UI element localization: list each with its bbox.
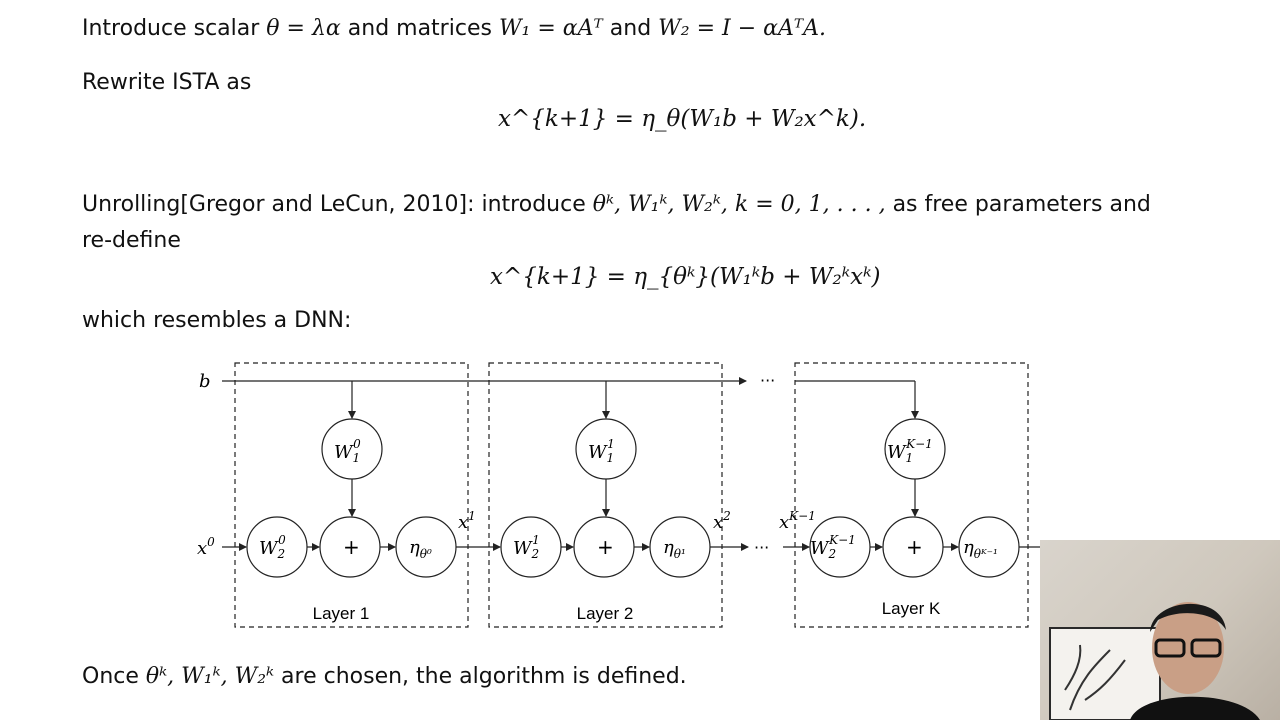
w2-letter: W: [259, 538, 279, 559]
unrolling-line: Unrolling[Gregor and LeCun, 2010]: intro…: [82, 192, 1151, 217]
ista-equation-text: x^{k+1} = η_θ(W₁b + W₂x^k).: [498, 106, 867, 132]
conclusion-params: θᵏ, W₁ᵏ, W₂ᵏ: [145, 664, 275, 689]
w2-definition: W₂ = I − αAᵀA.: [658, 16, 826, 41]
w2-sub: 2: [828, 547, 837, 561]
w1-letter: W: [588, 442, 608, 463]
x0-sup: 0: [207, 535, 215, 549]
presenter-video: [1049, 602, 1260, 720]
w2-sup: 1: [532, 533, 540, 547]
layer-2-label: Layer 2: [577, 604, 634, 623]
presenter-shirt: [1130, 696, 1260, 720]
w2-sub: 2: [277, 547, 286, 561]
w2-sup: K−1: [828, 533, 856, 547]
w2-label-layerk: W2K−1: [810, 533, 856, 561]
unrolling-suffix: as free parameters and: [892, 192, 1151, 217]
presenter-face: [1152, 602, 1224, 694]
rewrite-line: Rewrite ISTA as: [82, 70, 252, 95]
unrolled-equation-text: x^{k+1} = η_{θᵏ}(W₁ᵏb + W₂ᵏxᵏ): [490, 264, 881, 290]
eta-letter: η: [663, 537, 674, 558]
xk-letter: x: [779, 512, 789, 533]
w1-sub: 1: [906, 451, 914, 465]
layer-k-box: [794, 362, 1029, 628]
w1-sub: 1: [353, 451, 361, 465]
layer-1-box: [234, 362, 469, 628]
ista-equation: x^{k+1} = η_θ(W₁b + W₂x^k).: [498, 106, 866, 132]
framed-art: [1049, 627, 1161, 720]
eta-sub: θᴷ⁻¹: [974, 547, 998, 561]
w2-letter: W: [513, 538, 533, 559]
w2-label-layer1: W20: [259, 533, 286, 561]
eta-letter: η: [963, 537, 974, 558]
w1-sup: 1: [607, 437, 615, 451]
x1-letter: x: [458, 512, 468, 533]
b-ellipsis: ···: [760, 371, 775, 390]
plus-label-layer2: +: [597, 535, 614, 559]
unrolling-prefix: Unrolling[Gregor and LeCun, 2010]: intro…: [82, 192, 586, 217]
intro-line: Introduce scalar θ = λα and matrices W₁ …: [82, 16, 826, 41]
unrolled-equation: x^{k+1} = η_{θᵏ}(W₁ᵏb + W₂ᵏxᵏ): [490, 264, 880, 290]
x2-label: x2: [713, 509, 731, 533]
w1-label-layerk: W1K−1: [887, 437, 933, 465]
x0-letter: x: [197, 538, 207, 559]
eta-sub: θ⁰: [420, 547, 432, 561]
intro-prefix: Introduce scalar: [82, 16, 260, 41]
w1-sup: K−1: [905, 437, 933, 451]
w1-sup: 0: [353, 437, 361, 451]
presenter-hair: [1150, 603, 1226, 632]
intro-mid: and matrices: [347, 16, 492, 41]
input-b-label: b: [199, 371, 211, 392]
redefine-line: re-define: [82, 228, 181, 253]
x2-letter: x: [713, 512, 723, 533]
eta-label-layer2: ηθ¹: [663, 537, 686, 561]
theta-definition: θ = λα: [266, 16, 341, 41]
eta-label-layer1: ηθ⁰: [409, 537, 432, 561]
x2-sup: 2: [722, 509, 731, 523]
x-ellipsis: ···: [754, 538, 769, 557]
w1-sub: 1: [607, 451, 615, 465]
input-x0-label: x0: [197, 535, 215, 559]
conclusion-line: Once θᵏ, W₁ᵏ, W₂ᵏ are chosen, the algori…: [82, 664, 687, 689]
xk-sup: K−1: [788, 509, 816, 523]
intro-and: and: [609, 16, 652, 41]
w1-label-layer1: W10: [334, 437, 361, 465]
layer-1-label: Layer 1: [313, 604, 370, 623]
webcam-video-overlay: [1040, 540, 1280, 720]
w2-letter: W: [810, 538, 830, 559]
plant-drawing: [1064, 644, 1126, 711]
unrolling-params: θᵏ, W₁ᵏ, W₂ᵏ, k = 0, 1, . . . ,: [592, 192, 886, 217]
glasses-right: [1190, 638, 1222, 658]
w2-label-layer2: W21: [513, 533, 540, 561]
conclusion-prefix: Once: [82, 664, 139, 689]
plus-label-layerk: +: [906, 535, 923, 559]
layer-k-label: Layer K: [882, 599, 941, 618]
xk-minus-1-label: xK−1: [779, 509, 816, 533]
resembles-line: which resembles a DNN:: [82, 308, 352, 333]
w2-sup: 0: [278, 533, 286, 547]
w2-sub: 2: [531, 547, 540, 561]
plus-label-layer1: +: [343, 535, 360, 559]
w1-letter: W: [334, 442, 354, 463]
eta-letter: η: [409, 537, 420, 558]
x1-label: x1: [458, 509, 476, 533]
x1-sup: 1: [468, 509, 476, 523]
glasses-left: [1154, 638, 1186, 658]
eta-label-layerk: ηθᴷ⁻¹: [963, 537, 998, 561]
w1-label-layer2: W11: [588, 437, 615, 465]
layer-2-box: [488, 362, 723, 628]
conclusion-suffix: are chosen, the algorithm is defined.: [281, 664, 687, 689]
eta-sub: θ¹: [674, 547, 686, 561]
w1-letter: W: [887, 442, 907, 463]
w1-definition: W₁ = αAᵀ: [498, 16, 603, 41]
